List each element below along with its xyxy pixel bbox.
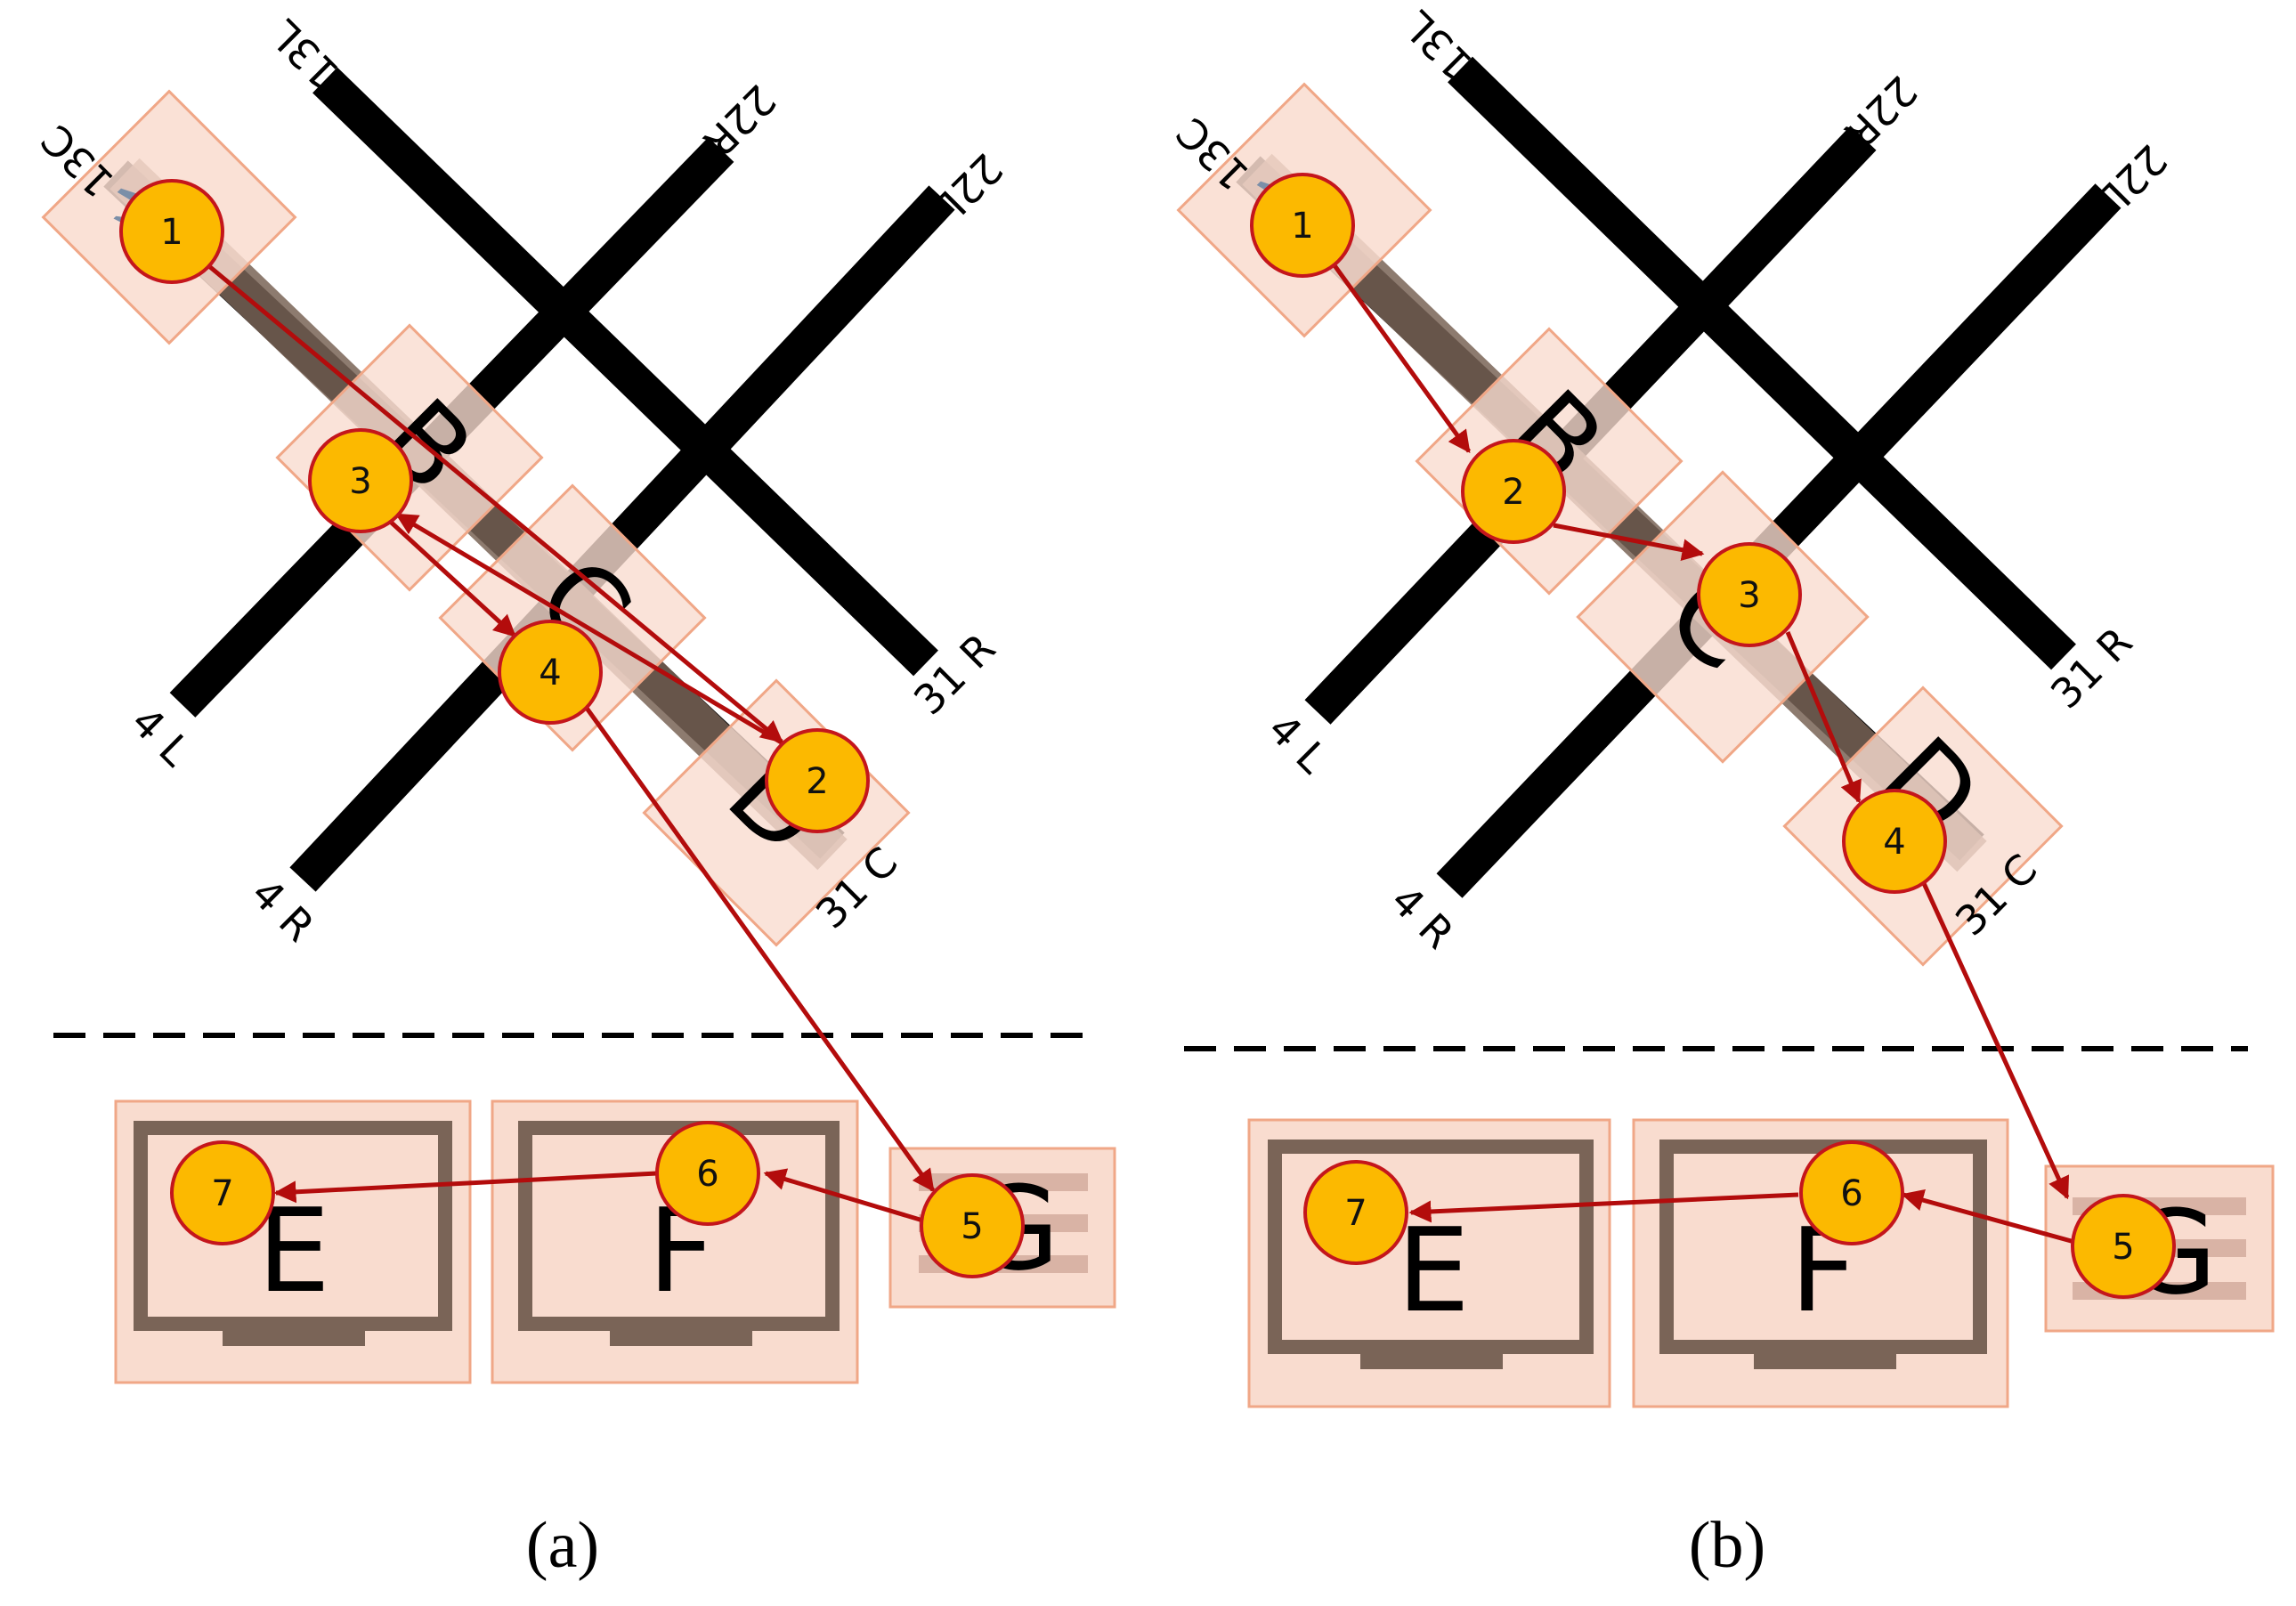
path-arrows-b [1322, 250, 2075, 1245]
panel-a: B C D 13L 13C 22R 22L 4 L 4 R 31 R 31 C … [32, 11, 1116, 1582]
svg-text:4: 4 [539, 653, 561, 694]
arrow-5-to-6 [763, 1168, 927, 1224]
step-marker: 2 [765, 728, 870, 833]
step-marker: 3 [1697, 542, 1802, 647]
gate-f: F [491, 1099, 859, 1384]
step-marker: 7 [1303, 1160, 1408, 1265]
arrow-4-to-5 [1920, 880, 2070, 1200]
arrow-2-to-3 [394, 512, 819, 766]
arrow-6-to-7 [1408, 1192, 1799, 1223]
arrow-1-to-2 [1322, 250, 1472, 454]
svg-text:4: 4 [1883, 822, 1905, 863]
svg-text:1: 1 [1291, 206, 1313, 247]
step-marker: 6 [1799, 1140, 1904, 1245]
arrow-2-to-3 [1553, 523, 1705, 562]
step-marker: 5 [2071, 1194, 2176, 1299]
svg-text:6: 6 [1840, 1173, 1862, 1214]
gate-e: E [1247, 1118, 1611, 1408]
arrow-4-to-5 [583, 705, 936, 1193]
svg-text:6: 6 [696, 1154, 718, 1195]
gate-e: E [114, 1099, 472, 1384]
step-marker: 5 [920, 1173, 1025, 1278]
step-marker: 7 [170, 1140, 275, 1245]
runway-13l-31r [312, 67, 938, 677]
svg-text:2: 2 [1502, 472, 1524, 513]
svg-text:7: 7 [1344, 1193, 1367, 1234]
step-marker: 1 [1250, 173, 1355, 278]
arrow-3-to-4 [383, 515, 516, 637]
svg-text:5: 5 [961, 1206, 983, 1247]
step-marker: 3 [308, 428, 413, 533]
panel-caption-a: (a) [526, 1509, 599, 1582]
runway-13l-31r [1448, 56, 2076, 670]
step-marker: 4 [1842, 789, 1947, 894]
step-marker: 2 [1461, 439, 1566, 544]
path-arrows-a [187, 247, 936, 1224]
panel-b: B C D 13L 13C 22R 22L 4 L 4 R 31 R 31 C … [1167, 2, 2275, 1582]
step-markers-a: 1 2 3 4 5 6 7 [119, 179, 1025, 1278]
step-marker: 1 [119, 179, 224, 284]
svg-text:7: 7 [211, 1173, 233, 1214]
svg-text:3: 3 [1738, 575, 1760, 616]
step-marker: 6 [655, 1121, 760, 1226]
svg-text:5: 5 [2112, 1227, 2134, 1268]
arrow-6-to-7 [273, 1171, 658, 1204]
step-marker: 4 [498, 620, 603, 725]
svg-text:3: 3 [349, 461, 371, 502]
arrow-5-to-6 [1901, 1188, 2075, 1245]
arrow-3-to-4 [1785, 631, 1862, 804]
gate-e-letter: E [1397, 1203, 1470, 1338]
runway-label-4r: 4 R [1382, 876, 1464, 958]
step-markers-b: 1 2 3 4 5 6 7 [1250, 173, 2176, 1299]
panel-caption-b: (b) [1689, 1509, 1765, 1582]
arrow-1-to-2 [187, 247, 783, 743]
svg-text:2: 2 [806, 761, 828, 802]
svg-text:1: 1 [160, 212, 183, 253]
